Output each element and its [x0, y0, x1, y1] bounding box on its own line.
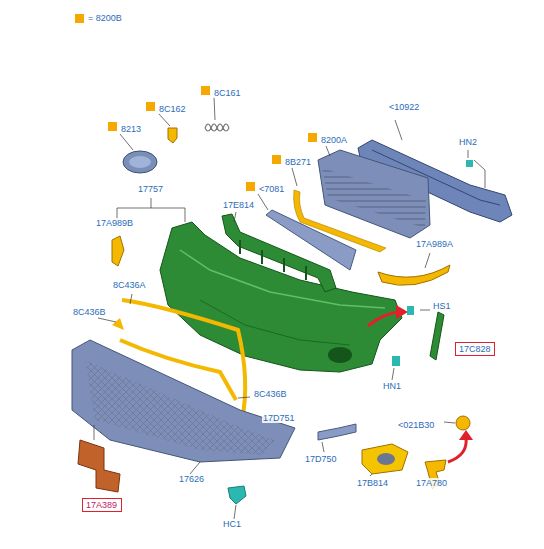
callout-number: <021B30: [397, 420, 435, 430]
callout-number: 8C162: [158, 104, 187, 114]
callout-number: 17A780: [415, 478, 448, 488]
callout-number: <10922: [388, 102, 420, 112]
legend-swatch: [75, 14, 84, 23]
callout-number: 17A989B: [95, 218, 134, 228]
legend-text: = 8200B: [87, 13, 123, 23]
callout-number: 17E814: [222, 200, 255, 210]
callout-number: HC1: [222, 519, 242, 529]
callout-number: 17A389: [86, 500, 118, 510]
callout-number: HN2: [458, 137, 478, 147]
boxed-callout: 17A389: [82, 498, 122, 512]
callout-number: 17B814: [356, 478, 389, 488]
callout-number: 17757: [137, 184, 164, 194]
callout-number: 17626: [178, 474, 205, 484]
callout-number: 8C161: [213, 88, 242, 98]
boxed-callout: 17C828: [455, 342, 495, 356]
callout-number: 17C828: [459, 344, 491, 354]
callout-number: 17D750: [304, 454, 338, 464]
callout-number: 8213: [120, 124, 142, 134]
callout-number: 8C436B: [72, 307, 107, 317]
callout-number: 17A989A: [415, 239, 454, 249]
callout-number: HN1: [382, 381, 402, 391]
callout-number: 8C436A: [112, 280, 147, 290]
callout-number: HS1: [432, 301, 452, 311]
callout-number: 17D751: [262, 413, 296, 423]
callout-number: 8200A: [320, 135, 348, 145]
callout-number: 8B271: [284, 157, 312, 167]
callout-number: 8C436B: [253, 389, 288, 399]
callout-number: <7081: [258, 184, 285, 194]
